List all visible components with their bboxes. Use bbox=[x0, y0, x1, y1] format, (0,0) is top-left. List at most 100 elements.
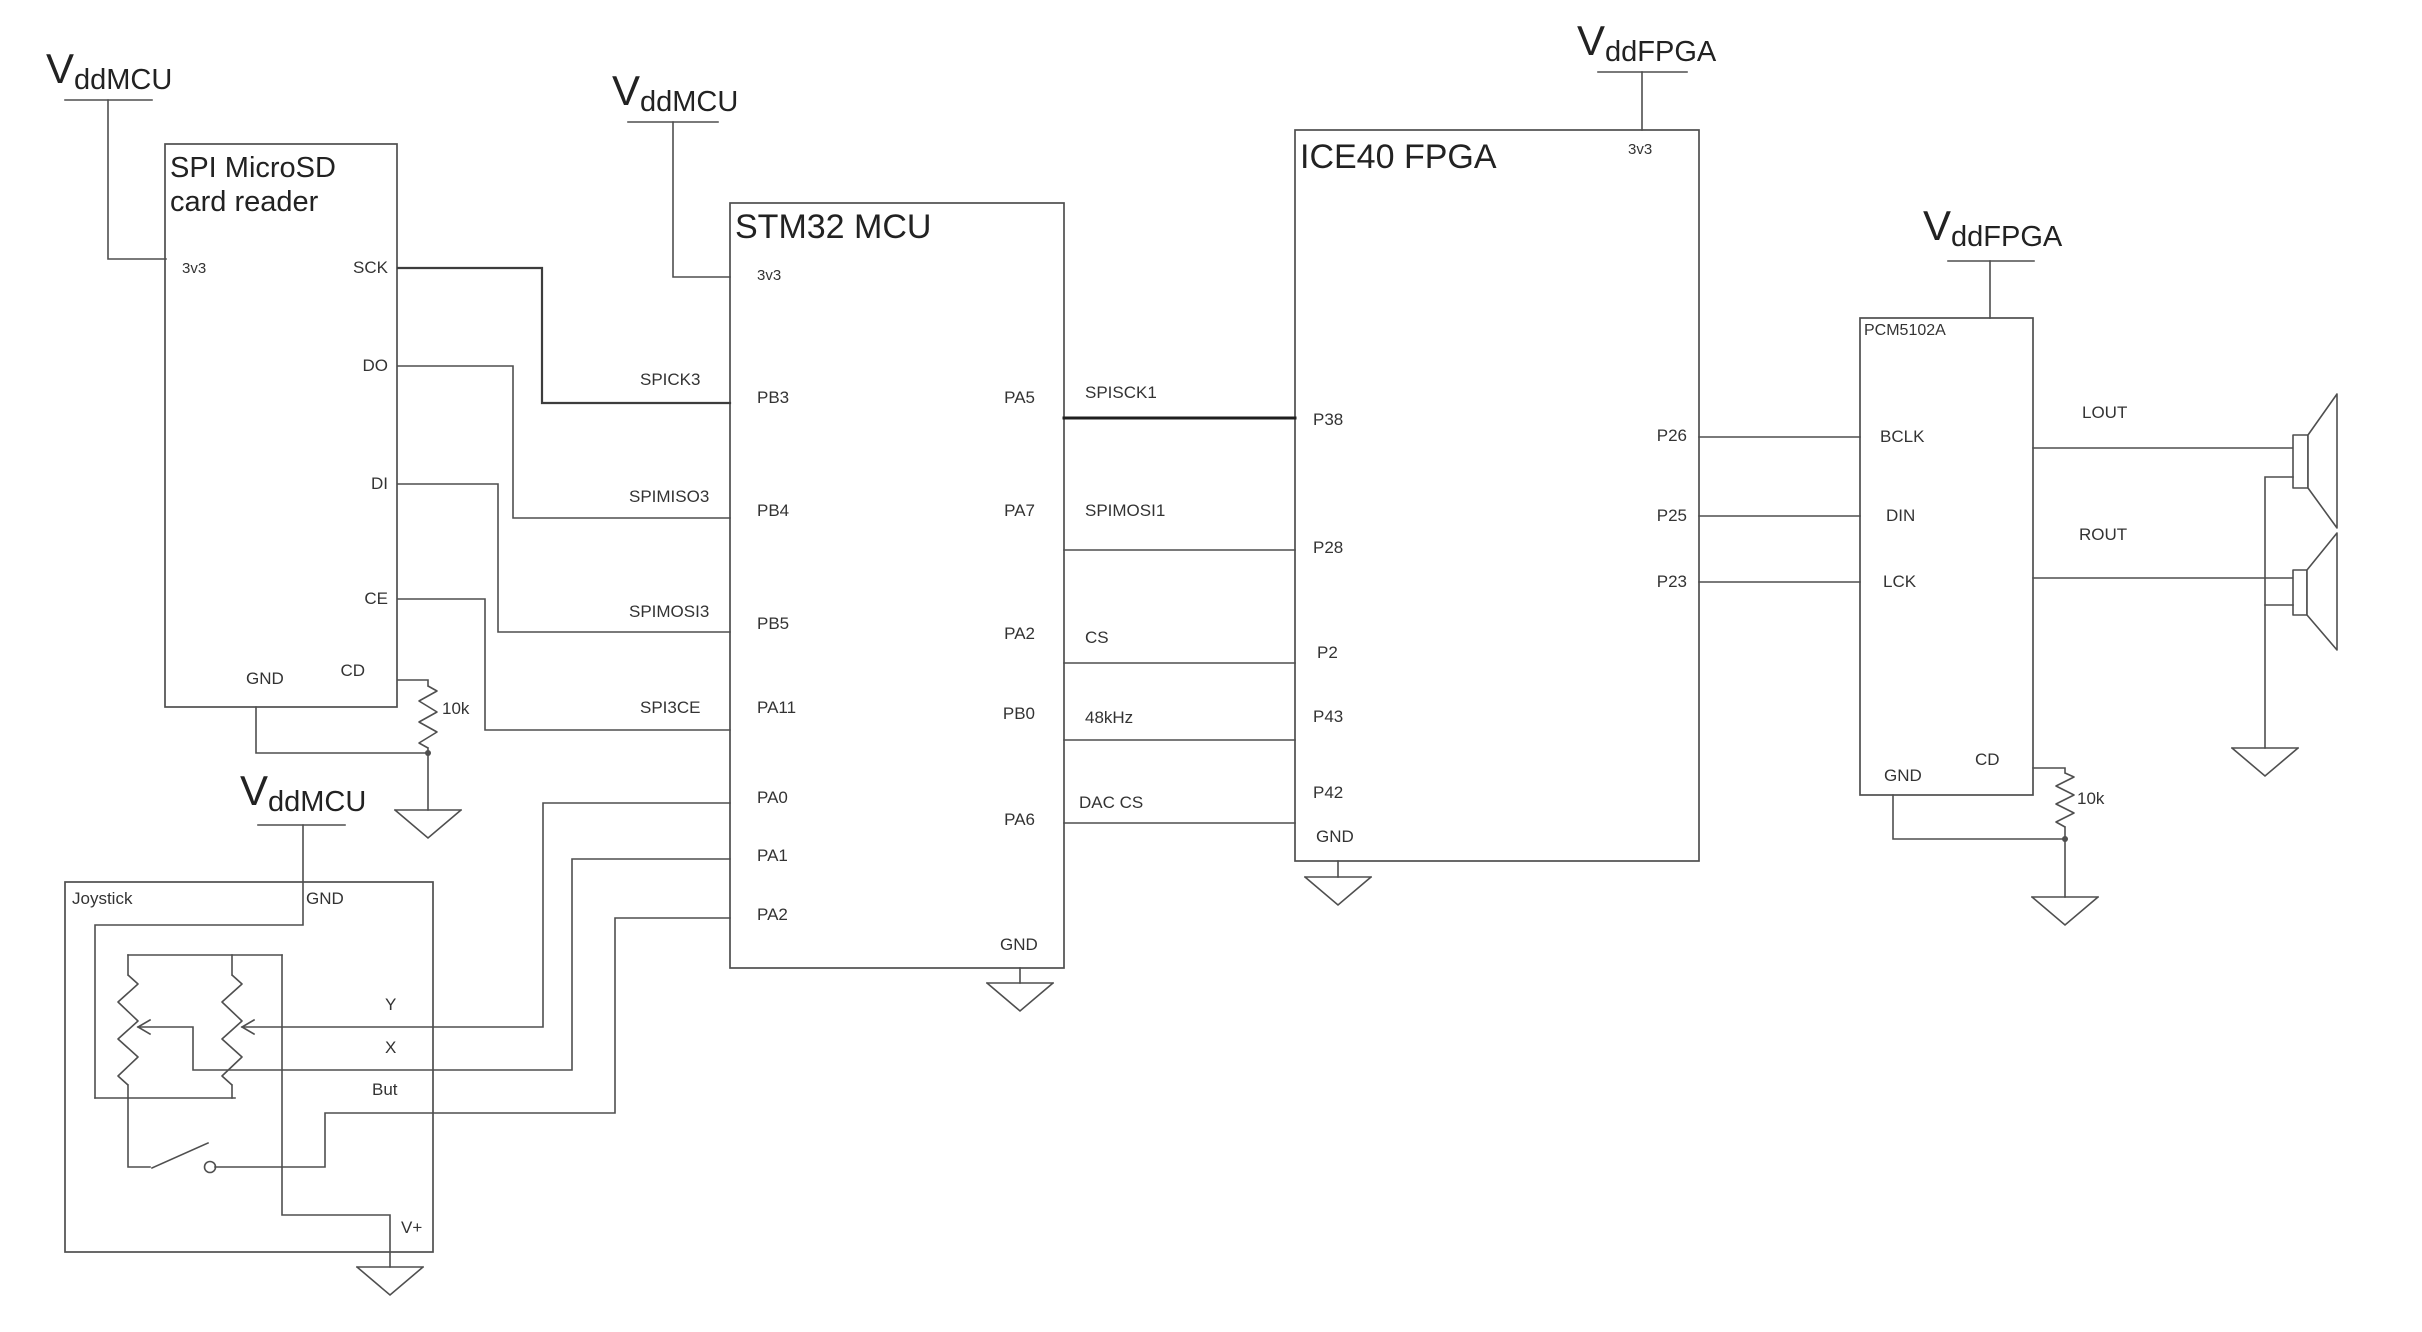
net-label-spimosi3: SPIMOSI3 bbox=[629, 602, 710, 621]
net-label-spi3ce: SPI3CE bbox=[640, 698, 701, 717]
sd-pin-sck: SCK bbox=[353, 258, 388, 277]
joystick-pin-but: But bbox=[372, 1080, 398, 1099]
vdd-sub: ddMCU bbox=[74, 64, 173, 96]
stm32-pin-pa0: PA0 bbox=[757, 788, 788, 807]
vdd-sub: ddMCU bbox=[640, 86, 739, 118]
stm32-pin-pb3: PB3 bbox=[757, 388, 790, 407]
sd-card-box bbox=[164, 143, 398, 708]
net-label-cs: CS bbox=[1085, 628, 1109, 647]
vdd-main: V bbox=[612, 67, 641, 114]
ice40-pin-p23: P23 bbox=[1656, 572, 1687, 591]
joystick-box bbox=[64, 881, 434, 1253]
stm32-pin-pa11: PA11 bbox=[757, 698, 797, 717]
stm32-pin-pb4: PB4 bbox=[757, 501, 790, 520]
vddmcu-label: VddMCU bbox=[612, 67, 738, 117]
net-label-rout: ROUT bbox=[2079, 525, 2128, 544]
vdd-main: V bbox=[1577, 17, 1606, 64]
sd-pin-do: DO bbox=[362, 356, 389, 375]
wire-cd-resistor bbox=[397, 679, 429, 687]
wire-vddmcu-stm32 bbox=[672, 121, 731, 278]
ice40-pin-p26: P26 bbox=[1656, 426, 1687, 445]
resistor-value: 10k bbox=[442, 699, 470, 718]
pcm5102a-box bbox=[1859, 317, 2034, 796]
ice40-box bbox=[1294, 129, 1700, 862]
stm32-pin-3v3: 3v3 bbox=[757, 267, 782, 284]
wire-do-pb4 bbox=[397, 365, 731, 519]
net-label-spimiso3: SPIMISO3 bbox=[629, 487, 710, 506]
pcm-pin-lck: LCK bbox=[1883, 572, 1917, 591]
switch-icon bbox=[127, 1097, 217, 1174]
resistor-value: 10k bbox=[2077, 789, 2105, 808]
wire-speaker-gnd bbox=[2264, 476, 2294, 749]
pcm-pin-gnd: GND bbox=[1884, 766, 1922, 785]
wire-pcm-cd bbox=[2032, 767, 2066, 774]
wire-sd-gnd bbox=[255, 706, 429, 811]
sd-pin-ce: CE bbox=[364, 589, 388, 608]
stm32-box bbox=[729, 202, 1065, 969]
wire-vddmcu-sd bbox=[107, 99, 167, 260]
ice40-pin-p2: P2 bbox=[1317, 643, 1338, 662]
joystick-pin-y: Y bbox=[385, 995, 397, 1014]
vdd-sub: ddMCU bbox=[268, 786, 367, 818]
joystick-pin-vplus: V+ bbox=[401, 1218, 423, 1237]
vdd-main: V bbox=[46, 45, 75, 92]
wire-ce-pa11 bbox=[397, 598, 731, 731]
net-label-spick3: SPICK3 bbox=[640, 370, 701, 389]
ice40-pin-p42: P42 bbox=[1313, 783, 1344, 802]
speaker-icon bbox=[2292, 393, 2338, 529]
vddfpga-label: VddFPGA bbox=[1577, 17, 1716, 67]
wire-but-pa2 bbox=[214, 917, 731, 1168]
wire-y-pa0 bbox=[241, 802, 731, 1028]
sd-pin-3v3: 3v3 bbox=[182, 260, 207, 277]
vddmcu-label: VddMCU bbox=[240, 767, 366, 817]
vddmcu-label: VddMCU bbox=[46, 45, 172, 95]
sd-title-line1: SPI MicroSD bbox=[170, 152, 336, 184]
stm32-pin-pa6: PA6 bbox=[1004, 810, 1035, 829]
pcm-pin-bclk: BCLK bbox=[1880, 427, 1925, 446]
power-rail-icon bbox=[64, 71, 2035, 826]
resistor-icon bbox=[2055, 772, 2075, 828]
wire-di-pb5 bbox=[397, 483, 731, 633]
ice40-pin-p38: P38 bbox=[1313, 410, 1344, 429]
stm32-pin-gnd: GND bbox=[1000, 935, 1038, 954]
stm32-pin-pa1: PA1 bbox=[757, 846, 788, 865]
ice40-pin-p25: P25 bbox=[1656, 506, 1687, 525]
sd-pin-gnd: GND bbox=[246, 669, 284, 688]
joystick-pin-gnd: GND bbox=[306, 889, 344, 908]
stm32-pin-pa2-right: PA2 bbox=[1004, 624, 1035, 643]
pcm-title: PCM5102A bbox=[1864, 322, 1946, 339]
junction-dot bbox=[425, 750, 431, 756]
wire-pcm-gnd bbox=[1892, 794, 2066, 840]
wire-sck-pb3 bbox=[396, 266, 732, 405]
stm32-pin-pb5: PB5 bbox=[757, 614, 790, 633]
vdd-sub: ddFPGA bbox=[1605, 36, 1717, 68]
junction-dot bbox=[2062, 836, 2068, 842]
net-label-dac-cs: DAC CS bbox=[1079, 793, 1144, 812]
ice40-pin-gnd: GND bbox=[1316, 827, 1354, 846]
sd-title-line2: card reader bbox=[170, 186, 319, 218]
joystick-title: Joystick bbox=[72, 889, 133, 908]
sd-pin-di: DI bbox=[371, 474, 388, 493]
wire-vddmcu-joystick bbox=[94, 824, 304, 1099]
wire-x-pa1 bbox=[137, 858, 731, 1071]
stm32-title: STM32 MCU bbox=[735, 208, 932, 246]
ice40-pin-p28: P28 bbox=[1313, 538, 1344, 557]
potentiometer-icon bbox=[117, 974, 139, 1086]
pcm-pin-cd: CD bbox=[1975, 750, 2000, 769]
pcm-pin-din: DIN bbox=[1886, 506, 1916, 525]
net-label-spisck1: SPISCK1 bbox=[1085, 383, 1157, 402]
vdd-sub: ddFPGA bbox=[1951, 221, 2063, 253]
stm32-pin-pa5: PA5 bbox=[1004, 388, 1035, 407]
sd-pin-cd: CD bbox=[340, 661, 365, 680]
ice40-pin-p43: P43 bbox=[1313, 707, 1344, 726]
stm32-pin-pa7: PA7 bbox=[1004, 501, 1035, 520]
vdd-main: V bbox=[1923, 202, 1952, 249]
speaker-icon bbox=[2292, 532, 2338, 651]
vdd-main: V bbox=[240, 767, 269, 814]
net-label-48khz: 48kHz bbox=[1085, 708, 1134, 727]
ice40-pin-3v3: 3v3 bbox=[1628, 141, 1653, 158]
wire-vplus-gnd bbox=[281, 954, 391, 1268]
potentiometer-icon bbox=[221, 974, 243, 1086]
